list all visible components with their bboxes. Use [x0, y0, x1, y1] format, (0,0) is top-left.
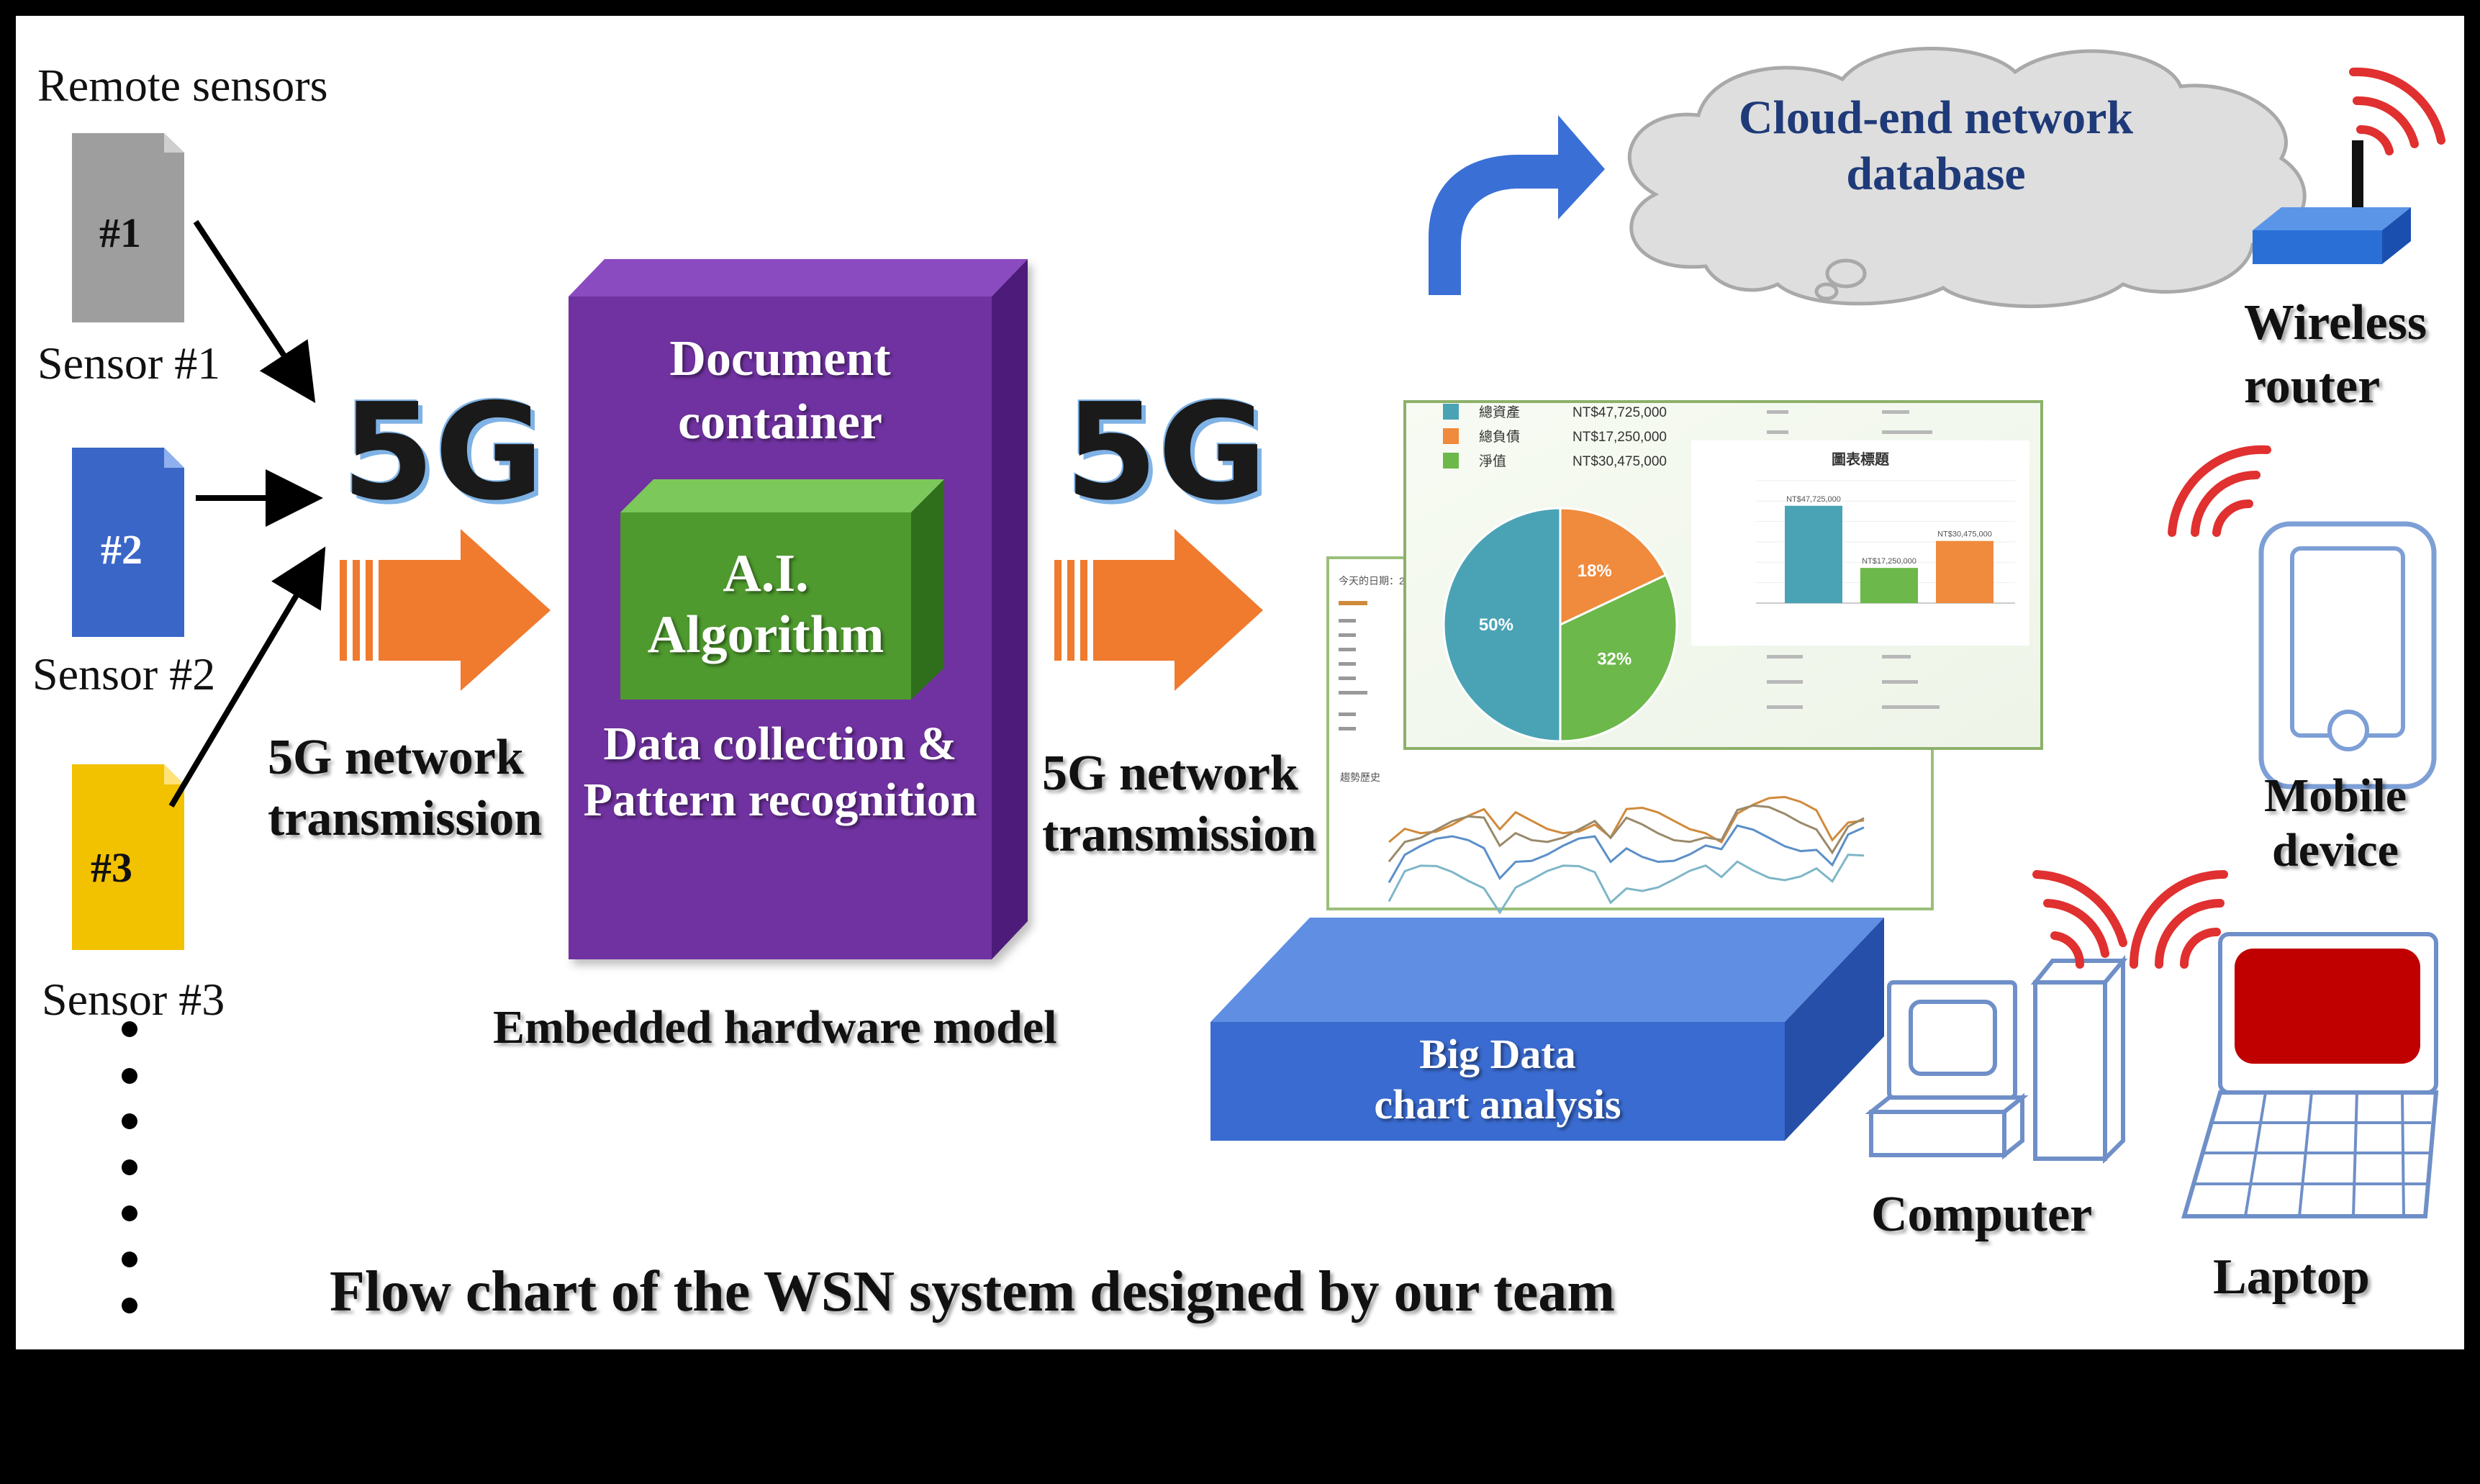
- laptop-label: Laptop: [2213, 1249, 2370, 1305]
- pie-slice: [1559, 574, 1678, 743]
- legend-label: 總負債: [1479, 429, 1520, 445]
- computer-icon: [1865, 954, 2128, 1164]
- legend-value: NT$47,725,000: [1572, 405, 1667, 420]
- upload-arrow-icon: [1429, 115, 1605, 295]
- mobile-device-label: Mobile device: [2245, 769, 2425, 878]
- legend-value: NT$30,475,000: [1572, 454, 1667, 469]
- data-collection-line-1: Data collection &: [603, 718, 957, 770]
- wireless-router-label: Wireless router: [2244, 291, 2427, 418]
- sensor-1-label: Sensor #1: [37, 338, 221, 389]
- document-container-line-2: container: [678, 394, 882, 450]
- wireless-router-line-1: Wireless: [2244, 295, 2427, 350]
- big-data-label: Big Data chart analysis: [1210, 1029, 1785, 1130]
- big-data-line-1: Big Data: [1419, 1031, 1576, 1077]
- wireless-router-icon: [2253, 140, 2411, 264]
- ai-algorithm-line-1: A.I.: [723, 544, 809, 603]
- computer-signal-icon: [2032, 870, 2127, 969]
- sensor-3-number: #3: [91, 844, 132, 891]
- sensor-3-label: Sensor #3: [42, 974, 225, 1025]
- bar-chart-title: 圖表標題: [1832, 451, 1890, 468]
- cloud-label-line-2: database: [1846, 148, 2026, 200]
- legend-swatch: [1443, 428, 1459, 444]
- dashboard-front-sheet: 總資產 NT$47,725,000 總負債 NT$17,250,000 淨值 NT$30,…: [1403, 400, 2043, 750]
- bar: [1860, 568, 1918, 603]
- footer-title: Flow chart of the WSN system designed by…: [330, 1260, 1615, 1324]
- sensor-3-arrow: [168, 546, 326, 808]
- big-data-platform: [1210, 918, 1884, 1141]
- legend-swatch: [1443, 453, 1459, 469]
- 5g-badge-right: 5G: [1065, 374, 1267, 530]
- wireless-router-line-2: router: [2244, 358, 2381, 414]
- bar: [1785, 505, 1842, 603]
- transmission-label-right-line-1: 5G network: [1042, 746, 1298, 801]
- pie-slice-label: 50%: [1479, 615, 1513, 635]
- legend-value: NT$17,250,000: [1572, 430, 1667, 445]
- pie-chart: 50% 18% 32%: [1442, 507, 1678, 743]
- document-container-label: Document container: [569, 327, 992, 454]
- pie-slice: [1442, 507, 1562, 743]
- cloud-label: Cloud-end network database: [1677, 90, 2195, 202]
- document-container-line-1: Document: [669, 331, 891, 386]
- transmission-label-right-line-2: transmission: [1042, 807, 1317, 862]
- bar: [1936, 540, 1993, 603]
- legend-label: 總資產: [1479, 404, 1520, 420]
- dashboard-date-label: 今天的日期：2: [1339, 575, 1405, 587]
- sensor-3-icon: [72, 764, 184, 950]
- mobile-signal-icon: [2168, 445, 2271, 537]
- sensor-1-icon: [72, 133, 184, 322]
- sensor-2-icon: [72, 448, 184, 637]
- sensor-1-number: #1: [99, 209, 141, 256]
- mobile-device-line-2: device: [2272, 824, 2399, 877]
- trend-line-chart: [1388, 795, 1865, 915]
- router-signal-icon: [2349, 67, 2445, 155]
- pie-slice: [1559, 507, 1667, 627]
- remote-sensors-heading: Remote sensors: [37, 60, 328, 111]
- more-sensors-dots: [122, 1021, 137, 1313]
- sensor-2-number: #2: [101, 526, 142, 573]
- transmission-label-left-line-2: transmission: [268, 791, 543, 846]
- trend-line: [1388, 824, 1865, 884]
- bar-value-label: NT$30,475,000: [1937, 530, 1992, 539]
- trend-line: [1388, 804, 1865, 863]
- sensor-1-arrow: [193, 220, 316, 404]
- laptop-signal-icon: [2130, 870, 2228, 969]
- ai-algorithm-label: A.I. Algorithm: [620, 543, 911, 666]
- mobile-device-icon: [2258, 521, 2437, 789]
- ai-algorithm-block: [620, 479, 944, 700]
- legend-swatch: [1443, 404, 1459, 420]
- legend-label: 淨值: [1479, 453, 1506, 469]
- pie-slice-label: 32%: [1597, 650, 1632, 669]
- sensor-2-label: Sensor #2: [32, 648, 216, 700]
- computer-label: Computer: [1871, 1187, 2093, 1242]
- dashboard-trend-title: 趨勢歷史: [1340, 772, 1380, 783]
- cloud-icon: [1627, 47, 2307, 309]
- data-collection-line-2: Pattern recognition: [583, 774, 977, 826]
- bar-value-label: NT$17,250,000: [1862, 557, 1916, 566]
- transmission-arrow-left: [340, 529, 551, 691]
- cloud-label-line-1: Cloud-end network: [1738, 91, 2134, 144]
- trend-line: [1388, 854, 1865, 915]
- data-collection-label: Data collection & Pattern recognition: [569, 716, 992, 828]
- hardware-caption: Embedded hardware model: [493, 1001, 1057, 1054]
- mobile-device-line-1: Mobile: [2264, 769, 2407, 822]
- transmission-arrow-right: [1054, 529, 1263, 691]
- bar-value-label: NT$47,725,000: [1786, 495, 1841, 504]
- transmission-label-right: 5G network transmission: [1042, 743, 1316, 865]
- pie-slice-label: 18%: [1578, 561, 1612, 581]
- transmission-label-left-line-1: 5G network: [268, 730, 524, 785]
- big-data-line-2: chart analysis: [1374, 1081, 1621, 1128]
- ai-algorithm-line-2: Algorithm: [647, 605, 884, 664]
- transmission-label-left: 5G network transmission: [268, 727, 542, 849]
- dashboard-legend: 總資產 NT$47,725,000 總負債 NT$17,250,000 淨值 NT$30,…: [1443, 404, 1667, 469]
- 5g-badge-left: 5G: [342, 374, 544, 530]
- laptop-icon: [2181, 932, 2439, 1218]
